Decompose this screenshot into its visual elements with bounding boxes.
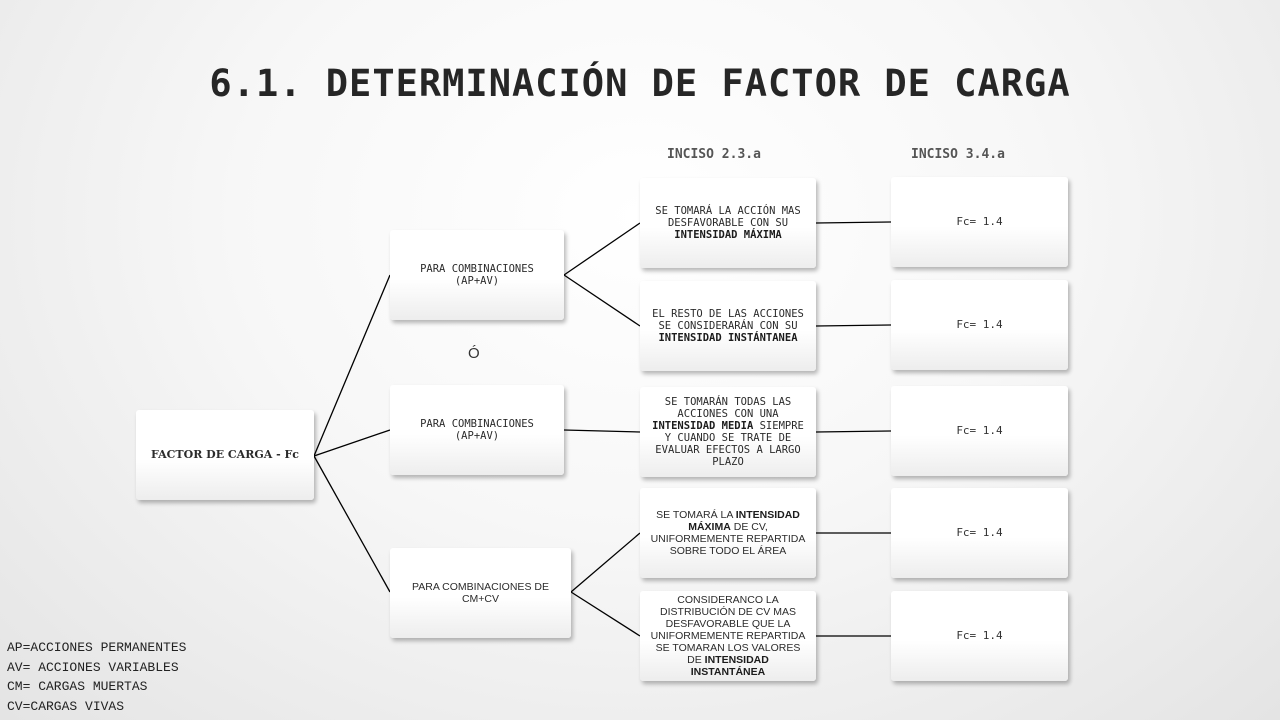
result-node-3: Fc= 1.4: [891, 386, 1068, 476]
criterion-text: SE TOMARÁ LA ACCIÓN MAS DESFAVORABLE CON…: [655, 205, 801, 241]
legend-item: CM= CARGAS MUERTAS: [7, 679, 148, 694]
branch-node-2: PARA COMBINACIONES (AP+AV): [390, 385, 564, 475]
criterion-text: SE TOMARÁ LA INTENSIDAD MÁXIMA DE CV, UN…: [650, 509, 806, 557]
branch-label: PARA COMBINACIONES (AP+AV): [420, 418, 534, 442]
connector-branch-2-criterion-3: [563, 429, 641, 433]
connector-root-branch-1: [313, 274, 391, 457]
or-separator: Ó: [468, 345, 480, 362]
connector-branch-3-criterion-5: [570, 591, 641, 637]
criterion-node-2: EL RESTO DE LAS ACCIONES SE CONSIDERARÁN…: [640, 281, 816, 371]
root-node: FACTOR DE CARGA - Fc: [136, 410, 314, 500]
branch-label: PARA COMBINACIONES DE CM+CV: [412, 581, 549, 605]
connector-criterion-3-result-3: [815, 430, 892, 433]
criterion-node-5: CONSIDERANCO LA DISTRIBUCIÓN DE CV MAS D…: [640, 591, 816, 681]
criterion-text: SE TOMARÁN TODAS LAS ACCIONES CON UNA IN…: [652, 396, 804, 468]
result-label: Fc= 1.4: [956, 629, 1003, 642]
connector-branch-1-criterion-2: [563, 274, 641, 327]
connector-root-branch-2: [313, 429, 391, 457]
legend-item: CV=CARGAS VIVAS: [7, 698, 125, 714]
connector-criterion-2-result-2: [815, 324, 892, 327]
page-title: 6.1. DETERMINACIÓN DE FACTOR DE CARGA: [209, 62, 1071, 105]
criterion-node-3: SE TOMARÁN TODAS LAS ACCIONES CON UNA IN…: [640, 387, 816, 477]
criterion-text: EL RESTO DE LAS ACCIONES SE CONSIDERARÁN…: [652, 308, 804, 344]
branch-node-1: PARA COMBINACIONES (AP+AV): [390, 230, 564, 320]
branch-node-3: PARA COMBINACIONES DE CM+CV: [390, 548, 571, 638]
connector-criterion-1-result-1: [815, 221, 892, 224]
legend-item: AV= ACCIONES VARIABLES: [7, 659, 179, 675]
result-node-4: Fc= 1.4: [891, 488, 1068, 578]
result-label: Fc= 1.4: [956, 318, 1003, 331]
branch-label: PARA COMBINACIONES (AP+AV): [420, 263, 534, 287]
connector-root-branch-3: [313, 455, 391, 593]
connector-branch-1-criterion-1: [563, 222, 641, 276]
criterion-node-1: SE TOMARÁ LA ACCIÓN MAS DESFAVORABLE CON…: [640, 178, 816, 268]
result-node-2: Fc= 1.4: [891, 280, 1068, 370]
column-header-inciso-2-3-a: INCISO 2.3.a: [667, 147, 761, 162]
result-node-1: Fc= 1.4: [891, 177, 1068, 267]
legend-item: AP=ACCIONES PERMANENTES: [7, 640, 187, 655]
result-label: Fc= 1.4: [956, 215, 1003, 228]
result-label: Fc= 1.4: [956, 424, 1003, 437]
result-node-5: Fc= 1.4: [891, 591, 1068, 681]
result-label: Fc= 1.4: [956, 526, 1003, 539]
connector-branch-3-criterion-4: [570, 532, 641, 593]
criterion-node-4: SE TOMARÁ LA INTENSIDAD MÁXIMA DE CV, UN…: [640, 488, 816, 578]
root-label: FACTOR DE CARGA - Fc: [150, 448, 300, 461]
column-header-inciso-3-4-a: INCISO 3.4.a: [911, 147, 1005, 162]
abbreviation-legend: AP=ACCIONES PERMANENTES AV= ACCIONES VAR…: [7, 638, 186, 716]
criterion-text: CONSIDERANCO LA DISTRIBUCIÓN DE CV MAS D…: [650, 594, 806, 678]
